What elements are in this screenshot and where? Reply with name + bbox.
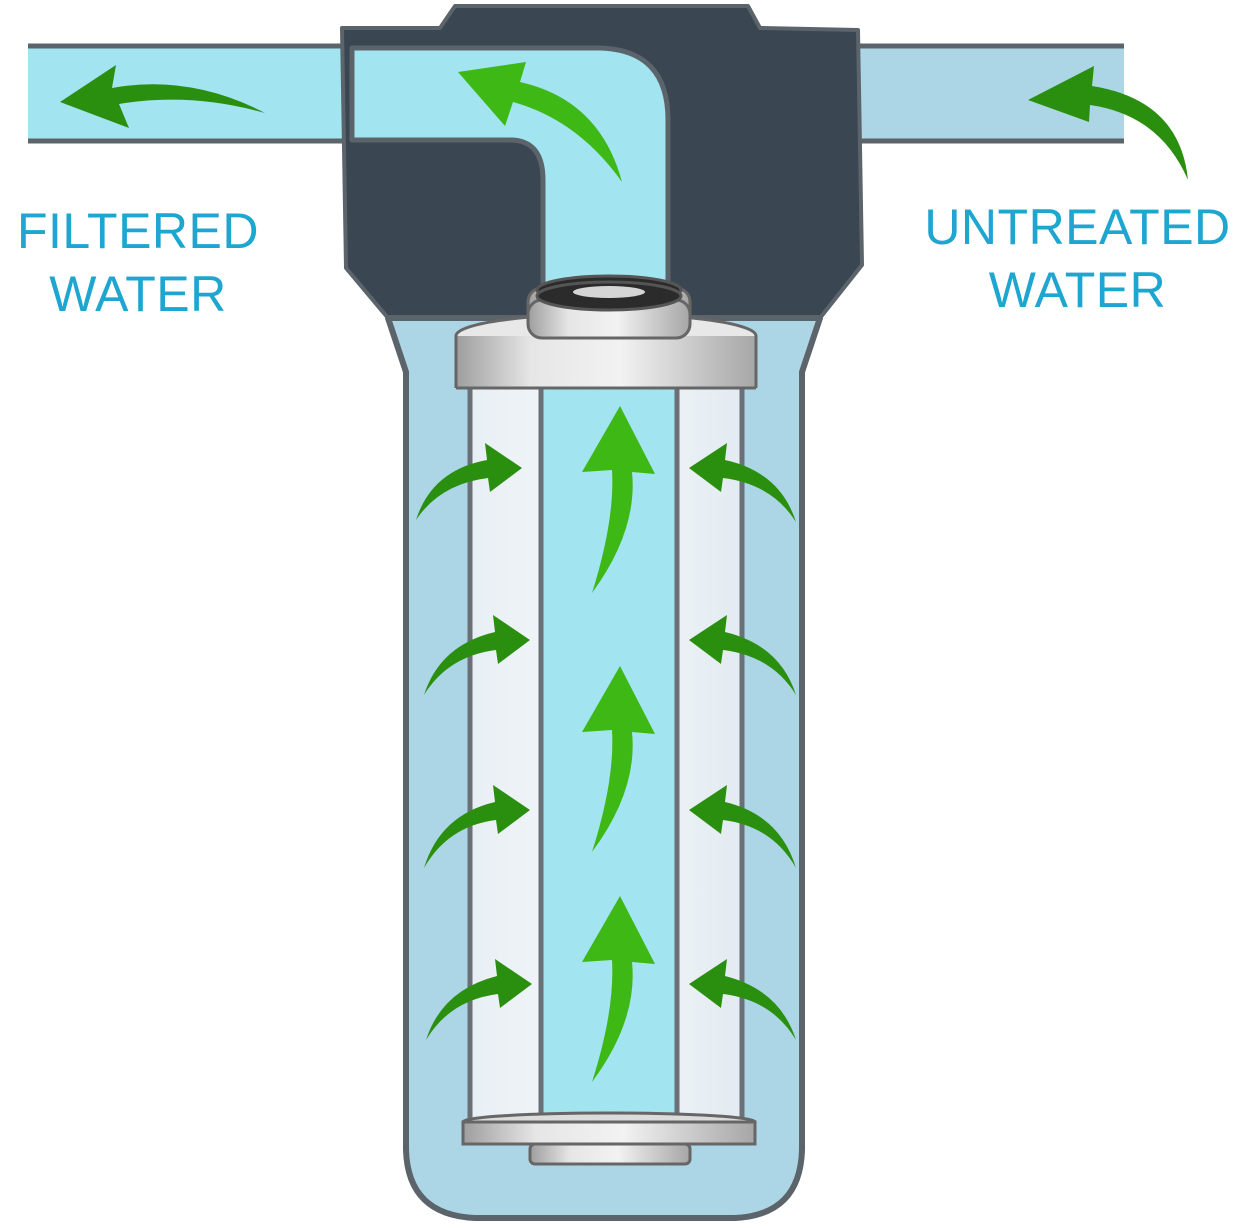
curved-arrow-icon	[689, 615, 796, 695]
cartridge-top-cap	[454, 280, 758, 390]
up-arrow-icon	[582, 406, 655, 593]
curved-arrow-icon	[689, 959, 796, 1040]
curved-arrow-icon	[689, 785, 796, 868]
up-arrow-icon	[582, 666, 655, 852]
curved-arrow-icon	[60, 65, 265, 128]
filter-cartridge	[467, 380, 745, 1120]
inlet-pipe	[858, 43, 1124, 144]
curved-arrow-icon	[1028, 66, 1188, 180]
flow-arrows	[60, 62, 1188, 1082]
filtered-water-label-line1: FILTERED	[17, 203, 259, 259]
curved-arrow-icon	[426, 959, 532, 1040]
untreated-water-label: UNTREATED WATER	[910, 196, 1245, 322]
curved-arrow-icon	[424, 615, 530, 695]
outlet-channel	[349, 45, 671, 303]
curved-arrow-icon	[416, 443, 522, 520]
curved-arrow-icon	[689, 443, 796, 522]
untreated-water-label-line1: UNTREATED	[924, 199, 1231, 255]
cartridge-bottom-cap	[461, 1111, 757, 1166]
curved-arrow-icon	[424, 785, 530, 868]
up-arrow-icon	[582, 896, 655, 1082]
untreated-water-label-line2: WATER	[988, 262, 1167, 318]
filtered-water-label: FILTERED WATER	[0, 200, 276, 326]
curved-arrow-icon	[458, 62, 622, 182]
filtered-water-label-line2: WATER	[49, 266, 227, 322]
